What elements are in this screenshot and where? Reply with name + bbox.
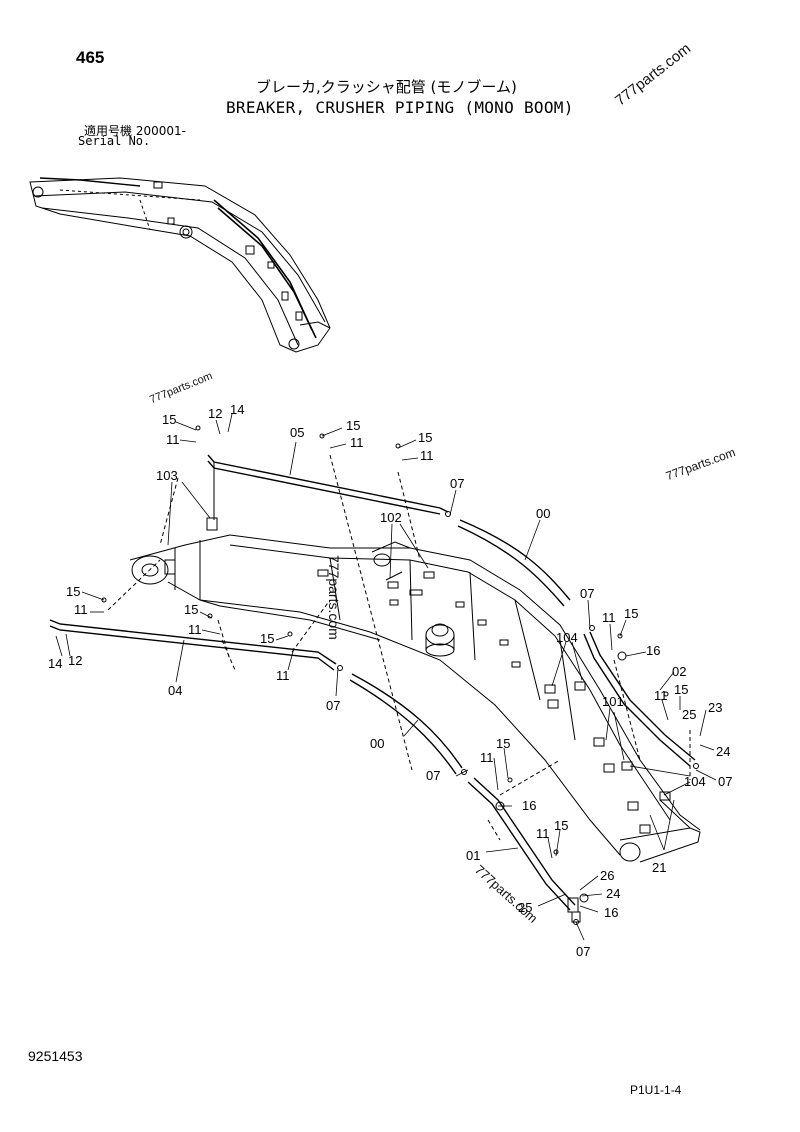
callout-label: 16	[646, 643, 660, 658]
callout-label: 11	[350, 435, 364, 450]
title-japanese: ブレーカ,クラッシャ配管 (モノブーム)	[256, 78, 517, 96]
callout-label: 15	[418, 430, 432, 445]
callout-label: 07	[718, 774, 732, 789]
overview-boom-drawing	[29, 177, 331, 353]
callout-label: 15	[346, 418, 360, 433]
callout-label: 11	[276, 668, 290, 683]
document-number: 9251453	[28, 1048, 83, 1064]
callout-label: 15	[674, 682, 688, 697]
callout-label: 104	[556, 630, 578, 645]
callout-label: 15	[496, 736, 510, 751]
callout-label: 25	[518, 900, 532, 915]
callout-label: 104	[684, 774, 706, 789]
callout-label: 12	[208, 406, 222, 421]
callout-label: 11	[188, 622, 202, 637]
callout-label: 24	[716, 744, 730, 759]
callout-label: 15	[184, 602, 198, 617]
callout-label: 15	[66, 584, 80, 599]
callout-label: 11	[536, 826, 550, 841]
callout-label: 11	[420, 448, 434, 463]
hose-00-upper	[457, 519, 571, 607]
callout-label: 07	[326, 698, 340, 713]
assembly-guides	[107, 454, 691, 841]
callout-label: 00	[536, 506, 550, 521]
callout-label: 11	[74, 602, 88, 617]
main-boom-drawing	[129, 517, 701, 863]
callout-label: 05	[290, 425, 304, 440]
figure-code: P1U1-1-4	[630, 1083, 682, 1097]
callout-label: 101	[602, 694, 624, 709]
callout-label: 15	[554, 818, 568, 833]
callout-label: 21	[652, 860, 666, 875]
callout-label: 103	[156, 468, 178, 483]
callout-label: 102	[380, 510, 402, 525]
callout-label: 01	[466, 848, 480, 863]
callout-label: 07	[450, 476, 464, 491]
callout-label: 25	[682, 707, 696, 722]
serial-label-english: Serial No.	[78, 134, 151, 148]
callout-labels: 15 12 14 11 05 15 11 15 11 07 00 103 102…	[48, 402, 732, 959]
callout-label: 16	[522, 798, 536, 813]
leader-lines	[55, 413, 717, 941]
callout-label: 26	[600, 868, 614, 883]
callout-label: 11	[480, 750, 494, 765]
callout-label: 12	[68, 653, 82, 668]
pipe-01	[467, 777, 581, 923]
callout-label: 14	[230, 402, 244, 417]
pipe-02	[583, 631, 696, 767]
callout-label: 14	[48, 656, 62, 671]
callout-label: 07	[576, 944, 590, 959]
callout-label: 24	[606, 886, 620, 901]
callout-label: 15	[260, 631, 274, 646]
callout-label: 16	[604, 905, 618, 920]
callout-label: 11	[166, 432, 180, 447]
callout-label: 02	[672, 664, 686, 679]
callout-label: 07	[580, 586, 594, 601]
serial-label-japanese: 適用号機 200001-	[84, 124, 186, 138]
callout-label: 15	[162, 412, 176, 427]
callout-label: 00	[370, 736, 384, 751]
callout-label: 11	[654, 688, 668, 703]
bolt-fittings	[101, 425, 699, 925]
pipe-05	[207, 454, 449, 520]
callout-label: 11	[602, 610, 616, 625]
callout-label: 23	[708, 700, 722, 715]
page-number: 465	[76, 48, 105, 67]
callout-label: 04	[168, 683, 182, 698]
pipe-04	[49, 619, 337, 671]
hose-00-lower	[349, 673, 463, 775]
callout-label: 15	[624, 606, 638, 621]
callout-label: 07	[426, 768, 440, 783]
title-english: BREAKER, CRUSHER PIPING (MONO BOOM)	[226, 98, 574, 117]
